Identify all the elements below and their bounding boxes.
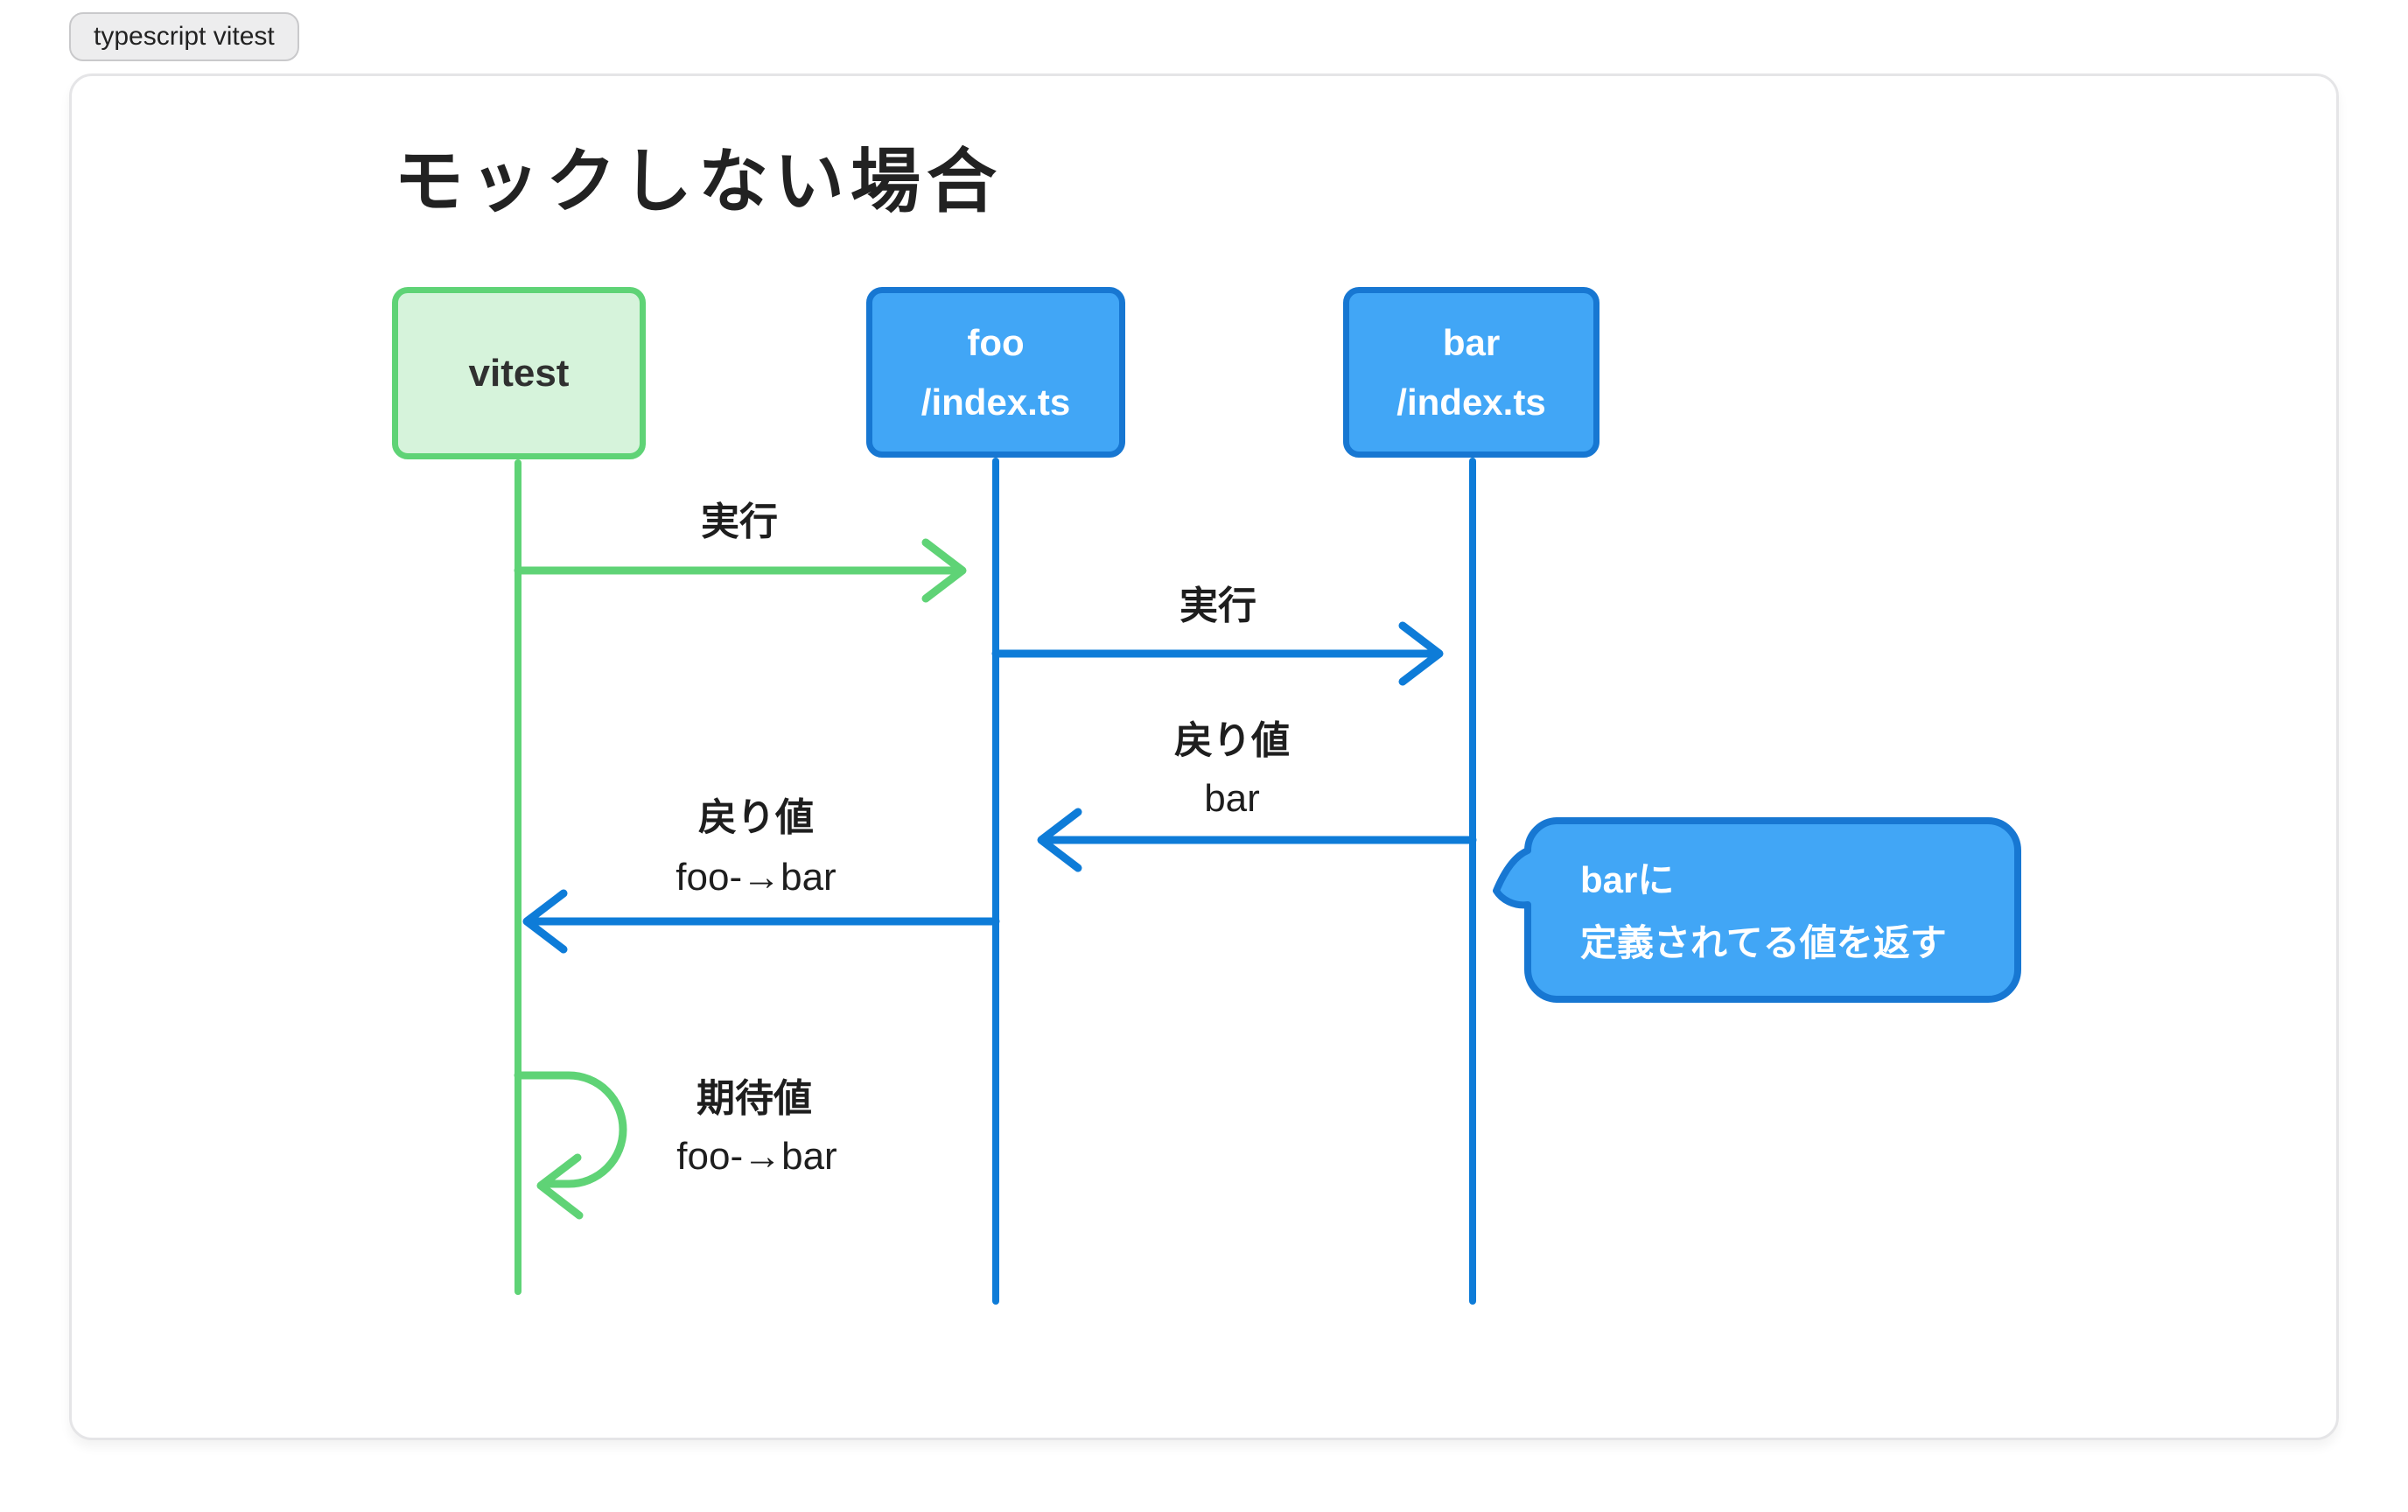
sublabel-return-foo-vitest: foo-→bar xyxy=(676,856,836,899)
label-exec-vitest-foo: 実行 xyxy=(701,500,778,543)
actor-foo: foo /index.ts xyxy=(866,287,1125,458)
arrowhead-return-bar-foo xyxy=(1037,808,1082,872)
diagram-title: モックしない場合 xyxy=(394,143,1003,220)
label-exec-foo-bar: 実行 xyxy=(1180,584,1256,627)
label-return-foo-vitest: 戻り値 xyxy=(698,796,814,839)
arrowhead-self-loop xyxy=(536,1153,584,1220)
sublabel-expected-value: foo-→bar xyxy=(676,1135,837,1178)
label-expected-value: 期待値 xyxy=(696,1077,812,1120)
actor-vitest-label: vitest xyxy=(468,351,570,395)
note-bubble xyxy=(1493,817,2021,1003)
tag-chip[interactable]: typescript vitest xyxy=(69,12,299,61)
actor-bar: bar /index.ts xyxy=(1343,287,1600,458)
actor-bar-label-line1: bar xyxy=(1442,321,1501,363)
arrowhead-return-foo-vitest xyxy=(522,889,568,954)
actor-vitest: vitest xyxy=(392,287,646,459)
self-loop-vitest xyxy=(514,1071,627,1188)
arrowhead-exec-vitest-foo xyxy=(921,538,967,603)
label-return-bar-foo: 戻り値 xyxy=(1174,719,1290,762)
note-line-2: 定義されてる値を返す xyxy=(1580,922,1947,963)
note-bubble-shape xyxy=(1493,817,2021,1003)
arrowhead-exec-foo-bar xyxy=(1398,621,1444,686)
note-text: barに 定義されてる値を返す xyxy=(1580,849,1947,975)
tag-label: typescript vitest xyxy=(94,22,275,51)
diagram-card xyxy=(69,74,2339,1440)
actor-foo-label-line1: foo xyxy=(967,321,1025,363)
note-line-1: barに xyxy=(1580,859,1675,900)
actor-foo-label-line2: /index.ts xyxy=(920,381,1071,423)
sublabel-return-bar-foo: bar xyxy=(1204,777,1260,820)
actor-bar-label-line2: /index.ts xyxy=(1396,381,1546,423)
